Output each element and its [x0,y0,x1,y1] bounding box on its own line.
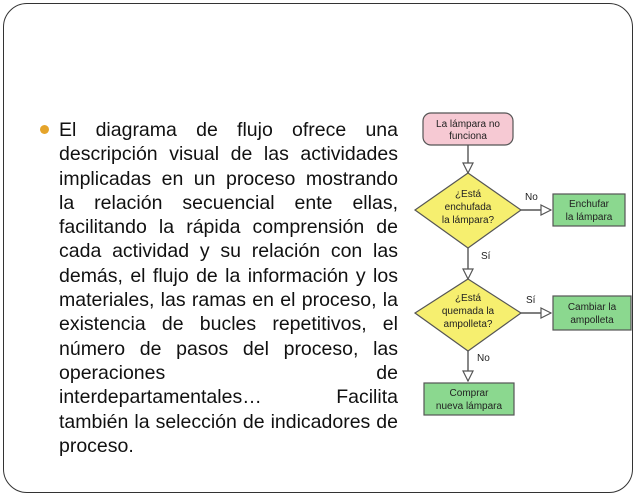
start-box [422,112,514,146]
start-text-line1: La lámpara no [436,119,500,130]
decision1-text-line1: ¿Está [455,189,482,200]
action1-text-line2: la lámpara [566,212,613,223]
end-text-line1: Comprar [450,388,490,399]
end-text-line2: nueva lámpara [436,401,503,412]
action2-text-line2: ampolleta [570,315,614,326]
decision2-no-label: No [477,353,490,364]
flowchart-svg: La lámpara no funciona ¿Está enchufada l… [413,112,632,416]
bullet-paragraph: El diagrama de flujo ofrece una descripc… [59,119,398,457]
slide [3,3,633,493]
action2-box [552,295,632,331]
decision2-text-line1: ¿Está [455,293,482,304]
start-text-line2: funciona [449,131,487,142]
decision1-no-label: No [525,192,538,203]
decision1-diamond [413,172,523,249]
bullet-list: El diagrama de flujo ofrece una descripc… [40,118,398,479]
decision2-yes-label: Sí [526,295,536,306]
decision1-yes-label: Sí [481,251,491,262]
decision2-text-line2: quemada la [442,306,495,317]
action1-text-line1: Enchufar [569,199,610,210]
decision1-text-line3: la lámpara? [442,215,495,226]
bullet-dot-icon [40,125,49,134]
decision2-diamond [413,278,523,352]
decision1-text-line2: enchufada [445,202,492,213]
end-box [423,382,515,416]
action2-text-line1: Cambiar la [568,302,617,313]
flowchart: La lámpara no funciona ¿Está enchufada l… [408,110,633,425]
action1-box [552,193,626,227]
decision2-text-line3: ampolleta? [444,319,493,330]
